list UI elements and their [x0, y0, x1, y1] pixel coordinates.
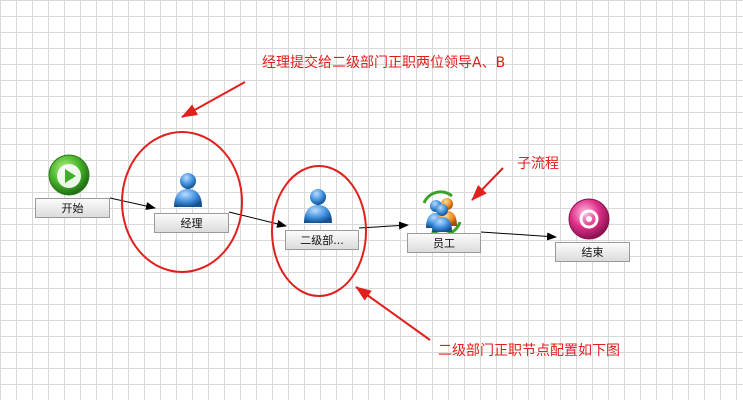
annotation-top-note: 经理提交给二级部门正职两位领导A、B — [262, 55, 506, 71]
annotation-arrow-bottom — [355, 286, 431, 341]
user-icon[interactable] — [304, 189, 332, 223]
start-play-icon[interactable] — [48, 154, 90, 196]
annotation-arrow-subflow — [471, 167, 504, 201]
node-label: 经理 — [180, 217, 203, 230]
node-label: 员工 — [433, 237, 455, 250]
annotation-bottom-note: 二级部门正职节点配置如下图 — [438, 343, 620, 359]
node-label: 二级部... — [300, 234, 344, 247]
subprocess-users-icon[interactable] — [422, 190, 462, 237]
highlight-circle-manager — [121, 131, 243, 273]
node-start[interactable]: 开始 — [35, 198, 110, 218]
connector-start-manager — [109, 197, 156, 210]
node-end[interactable]: 结束 — [555, 242, 630, 262]
node-manager[interactable]: 经理 — [154, 213, 229, 233]
annotation-subflow-note: 子流程 — [517, 156, 559, 172]
user-icon[interactable] — [174, 173, 202, 207]
connector-manager-dept — [228, 211, 287, 228]
connector-employee-end — [480, 231, 557, 241]
connector-dept-employee — [358, 221, 409, 230]
annotation-arrow-top — [181, 81, 246, 118]
highlight-circle-dept — [271, 165, 367, 297]
end-stop-icon[interactable] — [568, 198, 610, 240]
node-employee-subprocess[interactable]: 员工 — [407, 233, 481, 253]
node-label: 开始 — [61, 202, 84, 215]
node-second-level-dept[interactable]: 二级部... — [285, 230, 359, 250]
node-label: 结束 — [581, 246, 604, 259]
